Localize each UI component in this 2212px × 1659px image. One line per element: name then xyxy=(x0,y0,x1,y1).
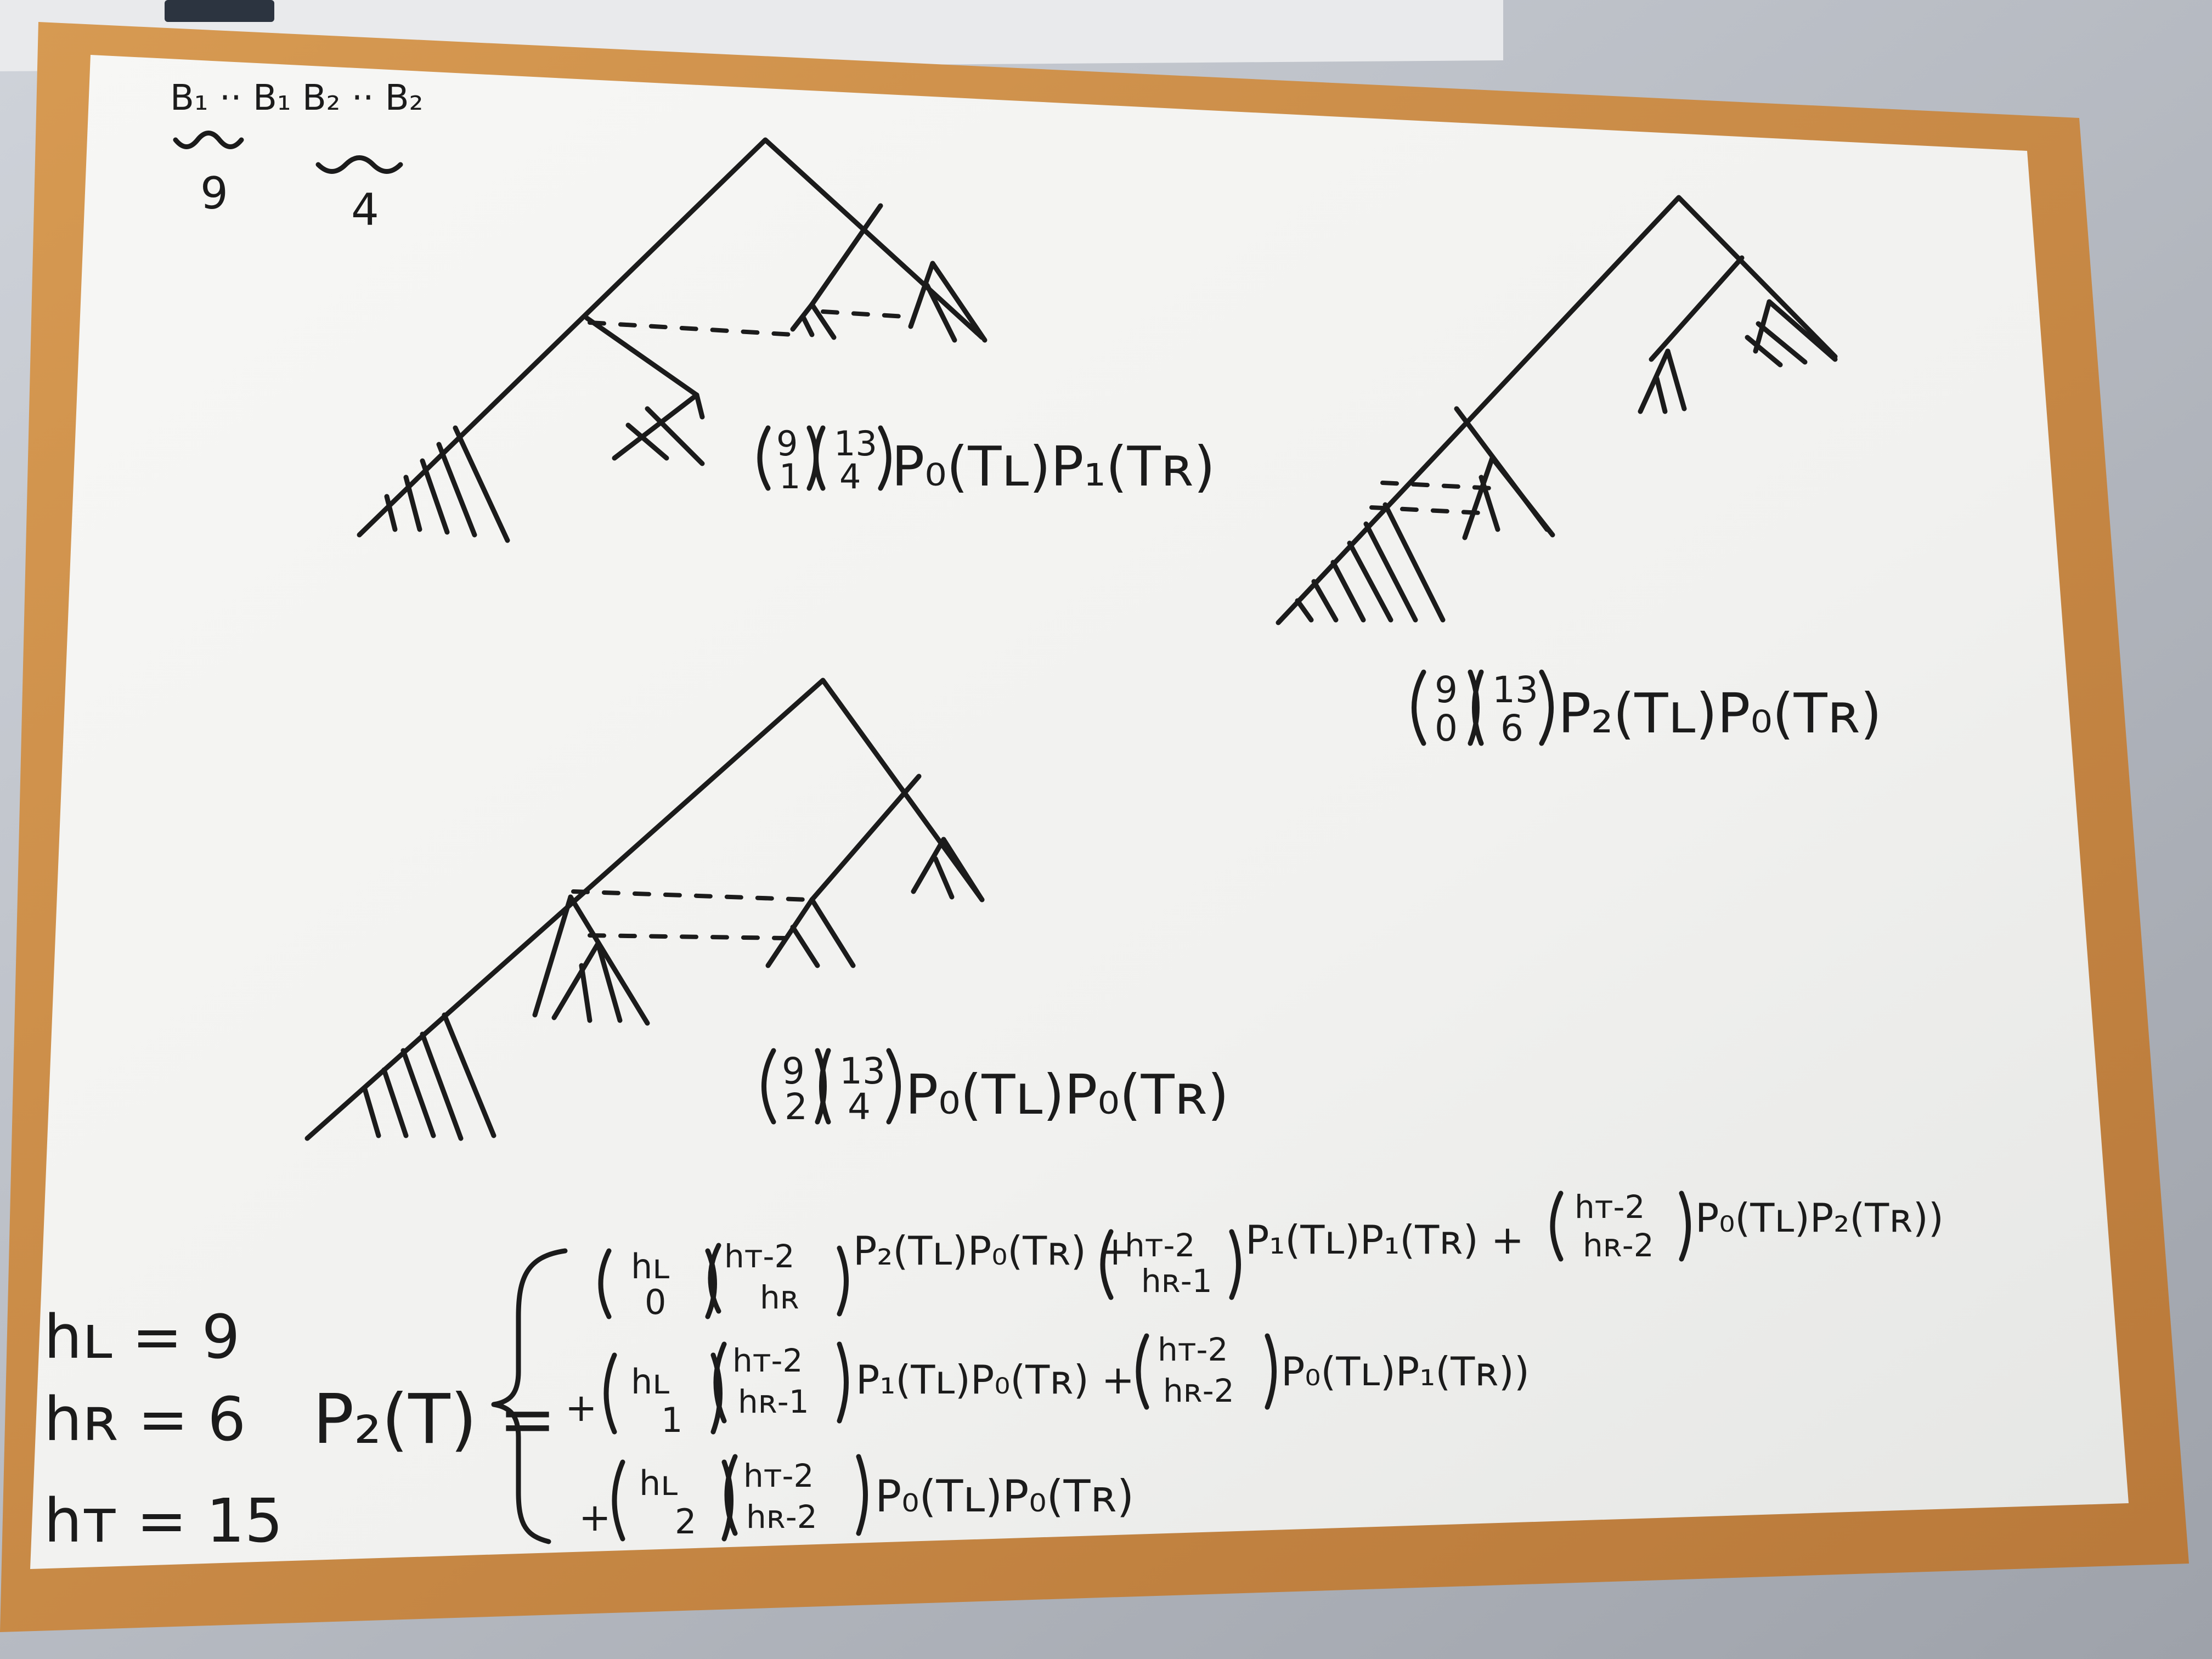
var-hR: hʀ = 6 xyxy=(44,1384,246,1454)
formula-terms: P₀(Tʟ)P₁(Tʀ) xyxy=(891,435,1215,499)
formula-tree-1: 9 1 13 4 P₀(Tʟ)P₁(Tʀ) xyxy=(757,424,1215,499)
term-binom-top: hᴛ-2 xyxy=(732,1342,803,1379)
binom-a-top: 9 xyxy=(1435,669,1458,711)
variable-definitions: hʟ = 9 hʀ = 6 hᴛ = 15 xyxy=(44,1302,283,1556)
binom-a-top: 9 xyxy=(782,1050,805,1092)
binom-a-top: hʟ xyxy=(639,1463,678,1503)
term-binom-bottom: hʀ-1 xyxy=(738,1383,809,1420)
formula-terms: P₂(Tʟ)P₀(Tʀ) xyxy=(1558,681,1882,746)
binom-a-bottom: 1 xyxy=(661,1400,682,1440)
background-tag xyxy=(165,0,274,22)
term-binom-top: hᴛ-2 xyxy=(1575,1188,1645,1226)
term-binom-bottom: hʀ-2 xyxy=(1583,1227,1654,1264)
row-prefix: + xyxy=(565,1385,597,1430)
header-notation: B₁ ·· B₁ B₂ ·· B₂ 9 4 xyxy=(170,78,423,235)
binom-b-bottom: 6 xyxy=(1500,707,1523,749)
term-binom-top: hᴛ-2 xyxy=(1125,1227,1195,1264)
binom-b-bottom: 4 xyxy=(839,456,861,496)
equation-row-2: + hʟ 1 hᴛ-2 hʀ-1 P₁(Tʟ)P₀(Tʀ) + hᴛ-2 hʀ-… xyxy=(565,1331,1530,1440)
term-text: P₀(Tʟ)P₀(Tʀ) xyxy=(875,1471,1134,1522)
equation-row-3: + hʟ 2 hᴛ-2 hʀ-2 P₀(Tʟ)P₀(Tʀ) xyxy=(579,1454,1134,1542)
count-right: 4 xyxy=(351,184,379,235)
term-text: P₀(Tʟ)P₁(Tʀ)) xyxy=(1281,1348,1530,1395)
binom-a-bottom: 2 xyxy=(675,1502,696,1542)
formula-terms: P₀(Tʟ)P₀(Tʀ) xyxy=(905,1063,1229,1127)
var-hL: hʟ = 9 xyxy=(44,1302,240,1372)
curly-brace xyxy=(491,1248,568,1544)
formula-tree-2: 9 0 13 6 P₂(Tʟ)P₀(Tʀ) xyxy=(1412,669,1882,749)
binom-b-bottom: 4 xyxy=(848,1086,871,1128)
header-line: B₁ ·· B₁ B₂ ·· B₂ xyxy=(170,78,423,119)
term-text: P₁(Tʟ)P₁(Tʀ) + xyxy=(1245,1217,1524,1263)
row-prefix: + xyxy=(579,1495,611,1540)
equation-row-1: hʟ 0 hᴛ-2 hʀ P₂(Tʟ)P₀(Tʀ) + hᴛ-2 hʀ-1 P₁… xyxy=(598,1188,1944,1322)
binom-a-top: hʟ xyxy=(631,1362,670,1402)
binom-a-bottom: 2 xyxy=(785,1086,808,1128)
term-text: P₁(Tʟ)P₀(Tʀ) + xyxy=(856,1357,1135,1403)
binom-b-top: 13 xyxy=(834,424,877,464)
tree-diagram-3 xyxy=(304,678,985,1141)
term-binom-top: hᴛ-2 xyxy=(1158,1331,1228,1368)
tree-diagram-1 xyxy=(357,137,988,543)
term-binom-top: hᴛ-2 xyxy=(724,1238,794,1275)
binom-b-top: 13 xyxy=(839,1050,885,1092)
count-left: 9 xyxy=(200,168,228,219)
tree-diagram-2 xyxy=(1276,195,1838,625)
binom-a-bottom: 0 xyxy=(645,1282,666,1322)
binom-a-bottom: 0 xyxy=(1435,707,1458,749)
binom-b-top: 13 xyxy=(1492,669,1538,711)
term-binom-bottom: hʀ-1 xyxy=(1141,1262,1212,1300)
board-surface xyxy=(30,55,2129,1569)
var-hT: hᴛ = 15 xyxy=(44,1486,283,1556)
main-equation: P₂(T) = hʟ 0 hᴛ-2 hʀ P₂(Tʟ)P₀(Tʀ) + hᴛ-2… xyxy=(313,1188,1944,1544)
term-binom-bottom: hʀ-2 xyxy=(1163,1372,1234,1409)
term-text: P₀(Tʟ)P₂(Tʀ)) xyxy=(1695,1195,1944,1241)
binom-a-bottom: 1 xyxy=(779,456,800,496)
binom-a-top: hʟ xyxy=(631,1246,670,1286)
term-binom-bottom: hʀ xyxy=(760,1279,799,1316)
formula-tree-3: 9 2 13 4 P₀(Tʟ)P₀(Tʀ) xyxy=(761,1048,1229,1128)
term-binom-bottom: hʀ-2 xyxy=(746,1498,817,1536)
term-text: P₂(Tʟ)P₀(Tʀ) + xyxy=(853,1228,1132,1274)
binom-a-top: 9 xyxy=(776,424,798,464)
term-binom-top: hᴛ-2 xyxy=(743,1457,814,1494)
